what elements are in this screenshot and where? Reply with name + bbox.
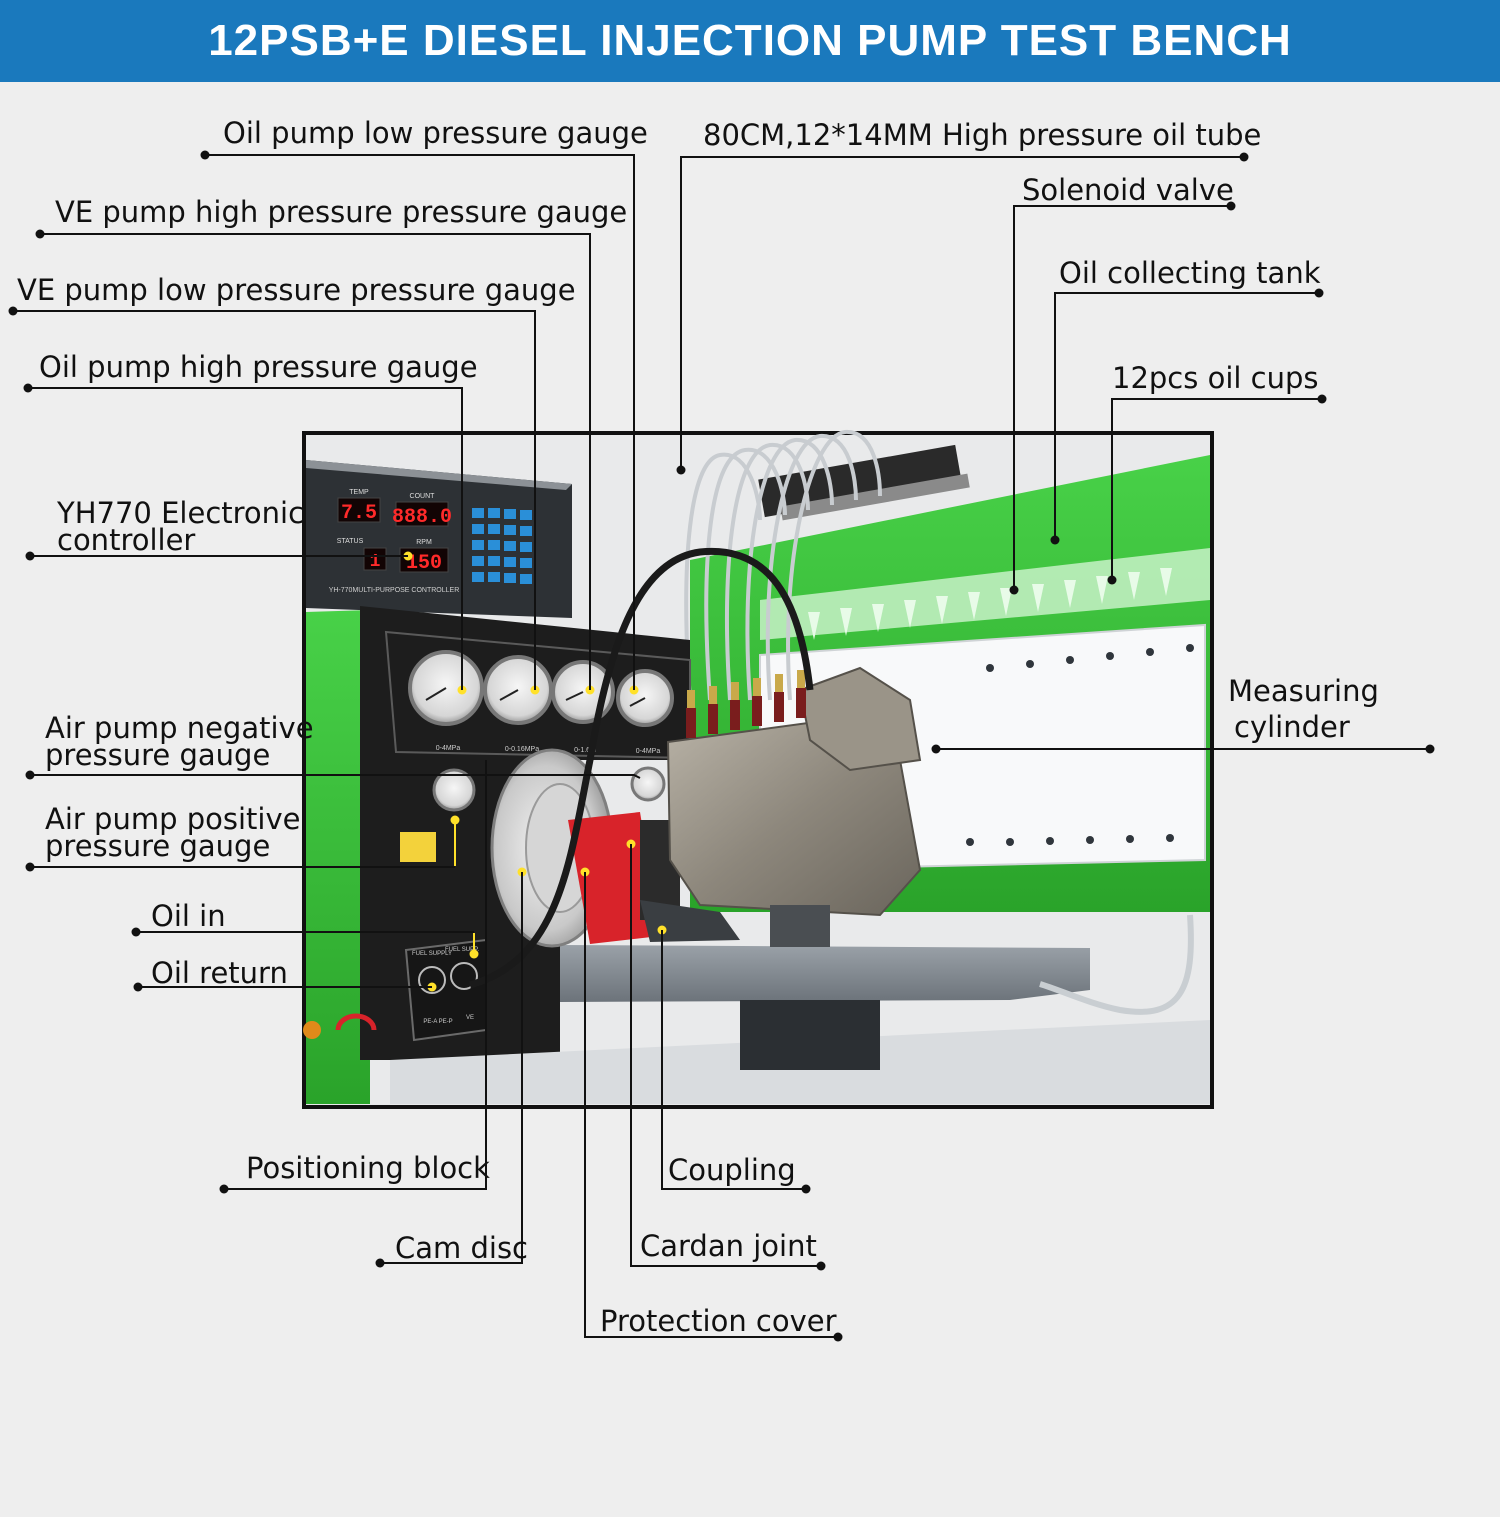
page-title: 12PSB+E DIESEL INJECTION PUMP TEST BENCH <box>0 0 1500 82</box>
status-display: 1 <box>370 552 381 572</box>
label-coupling: Coupling <box>668 1153 796 1187</box>
emergency-stop-icon <box>303 1021 321 1039</box>
label-oil-return: Oil return <box>151 956 288 990</box>
leader-lines <box>13 154 1430 1338</box>
label-air-positive: Air pump positive <box>45 802 300 836</box>
label-oil-pump-high-gauge: Oil pump high pressure gauge <box>39 350 478 384</box>
count-label: COUNT <box>410 493 436 500</box>
callout-labels: Oil pump low pressure gauge VE pump high… <box>17 116 1379 1338</box>
leader-end-dots <box>8 150 1435 1342</box>
controller-keypad <box>472 508 532 584</box>
rpm-label: RPM <box>416 539 432 546</box>
label-controller-2: controller <box>57 523 195 557</box>
label-air-negative: Air pump negative <box>45 711 314 745</box>
protection-cover <box>568 812 660 944</box>
fuel-mark-left: PE-A PE-P <box>423 1019 452 1025</box>
label-ve-low-gauge: VE pump low pressure pressure gauge <box>17 273 576 307</box>
count-display: 888.0 <box>392 506 452 529</box>
gauge-scale: 0-4MPa <box>436 745 461 752</box>
status-label: STATUS <box>337 538 364 545</box>
label-controller: YH770 Electronic <box>56 496 304 530</box>
label-cam-disc: Cam disc <box>395 1231 528 1265</box>
pressure-gauges: 0-4MPa 0-0.16MPa 0-1.6M 0-4MPa <box>400 650 674 862</box>
gauge-scale: 0-0.16MPa <box>505 746 539 753</box>
label-air-negative-2: pressure gauge <box>45 738 270 772</box>
rpm-display: 150 <box>406 552 442 575</box>
label-solenoid-valve: Solenoid valve <box>1022 173 1234 207</box>
temp-display: 7.5 <box>341 502 377 525</box>
label-oil-collecting-tank: Oil collecting tank <box>1059 256 1321 290</box>
label-air-positive-2: pressure gauge <box>45 829 270 863</box>
label-oil-in: Oil in <box>151 899 226 933</box>
fuel-mark-right: VE <box>466 1015 474 1021</box>
fuel-supply-label: FUEL SUPPLY <box>412 951 452 957</box>
label-protection-cover: Protection cover <box>600 1304 837 1338</box>
gauge-scale: 0-1.6M <box>574 747 596 754</box>
label-hp-tube: 80CM,12*14MM High pressure oil tube <box>703 118 1261 152</box>
yh770-controller: 7.5 TEMP 888.0 COUNT 1 STATUS 150 RPM YH… <box>306 460 572 618</box>
label-measuring-cylinder-2: cylinder <box>1234 710 1350 744</box>
label-oil-pump-low-gauge: Oil pump low pressure gauge <box>223 116 648 150</box>
controller-model-text: YH-770MULTI-PURPOSE CONTROLLER <box>329 587 460 594</box>
bench-photo: 7.5 TEMP 888.0 COUNT 1 STATUS 150 RPM YH… <box>302 429 1214 1109</box>
label-positioning-block: Positioning block <box>246 1151 490 1185</box>
label-measuring-cylinder: Measuring <box>1228 674 1379 708</box>
gauge-scale: 0-4MPa <box>636 748 661 755</box>
fuel-return-panel-label: FUEL SUPP. <box>445 947 479 953</box>
oil-hose <box>469 547 814 989</box>
label-cardan-joint: Cardan joint <box>640 1229 817 1263</box>
label-oil-cups: 12pcs oil cups <box>1112 361 1319 395</box>
injection-pump <box>666 666 922 947</box>
oil-cups <box>808 568 1172 640</box>
temp-label: TEMP <box>349 489 369 496</box>
label-ve-high-gauge: VE pump high pressure pressure gauge <box>55 195 627 229</box>
warning-sticker <box>400 832 436 862</box>
